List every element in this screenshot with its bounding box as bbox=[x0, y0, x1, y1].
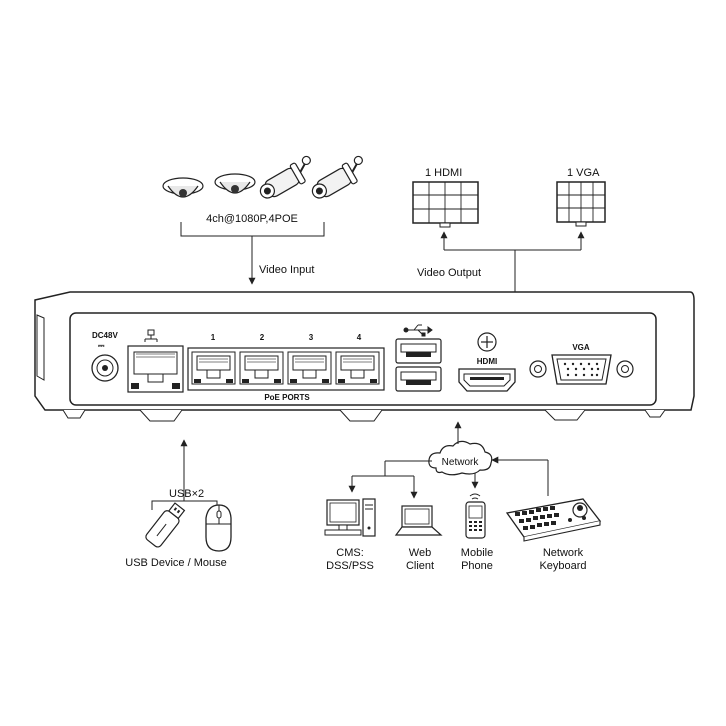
client-label: Keyboard bbox=[539, 560, 586, 572]
dome-camera-icon bbox=[214, 173, 256, 194]
hdmi-port[interactable] bbox=[458, 368, 516, 392]
dc-power-jack[interactable] bbox=[91, 354, 119, 382]
desktop-pc-icon bbox=[324, 498, 376, 537]
client-label: Client bbox=[406, 560, 434, 572]
client-label: Phone bbox=[461, 560, 493, 572]
ground-screw-icon bbox=[477, 332, 497, 352]
client-label: DSS/PSS bbox=[326, 560, 374, 572]
network-keyboard-icon bbox=[505, 498, 602, 542]
vga-output-label: 1 VGA bbox=[567, 167, 600, 179]
poe-port-number: 1 bbox=[211, 333, 216, 342]
hdmi-monitor-icon bbox=[412, 181, 479, 228]
poe-ports bbox=[187, 347, 385, 391]
client-label: Network bbox=[543, 547, 584, 559]
client-label: Web bbox=[409, 547, 431, 559]
vga-port-label: VGA bbox=[572, 343, 590, 352]
network-cloud-icon bbox=[428, 440, 493, 476]
svg-text:⎓: ⎓ bbox=[98, 341, 105, 350]
client-label: Mobile bbox=[461, 547, 493, 559]
network-cloud-label: Network bbox=[442, 457, 480, 468]
poe-port-number: 4 bbox=[357, 333, 362, 342]
network-connector bbox=[348, 421, 549, 499]
hdmi-port-label: HDMI bbox=[477, 357, 497, 366]
video-input-label: Video Input bbox=[259, 264, 314, 276]
poe-port-1[interactable] bbox=[191, 351, 236, 385]
usb-port-2[interactable] bbox=[395, 366, 442, 392]
video-input-connector bbox=[180, 222, 325, 285]
usb-port-1[interactable] bbox=[395, 338, 442, 364]
camera-group bbox=[162, 155, 363, 199]
dc-power-label: DC48V bbox=[92, 331, 118, 340]
poe-port-3[interactable] bbox=[287, 351, 332, 385]
nvr-rear-panel: DC48V ⎓ 1 2 3 4 bbox=[34, 291, 695, 422]
poe-port-4[interactable] bbox=[335, 351, 380, 385]
dc-polarity-icon: ⎓ bbox=[98, 341, 105, 350]
usb-device-label: USB Device / Mouse bbox=[125, 557, 226, 569]
video-output-label: Video Output bbox=[417, 267, 481, 279]
lan-port[interactable] bbox=[127, 345, 184, 393]
usb-count-label: USB×2 bbox=[169, 488, 204, 500]
bullet-camera-icon bbox=[259, 155, 311, 199]
usb-icon bbox=[403, 324, 433, 337]
hdmi-output-label: 1 HDMI bbox=[425, 167, 462, 179]
mouse-icon bbox=[205, 504, 232, 552]
laptop-icon bbox=[394, 505, 443, 536]
vga-monitor-icon bbox=[556, 181, 606, 227]
camera-spec-label: 4ch@1080P,4POE bbox=[206, 213, 298, 225]
bullet-camera-icon bbox=[311, 155, 363, 199]
video-output-connector bbox=[440, 231, 585, 292]
mobile-phone-icon bbox=[465, 493, 486, 539]
poe-port-number: 2 bbox=[260, 333, 265, 342]
poe-ports-label: PoE PORTS bbox=[264, 393, 310, 402]
network-icon bbox=[144, 329, 158, 342]
dome-camera-icon bbox=[162, 177, 204, 198]
client-label: CMS: bbox=[336, 547, 364, 559]
vga-port[interactable] bbox=[529, 354, 634, 385]
usb-stick-icon bbox=[145, 502, 186, 548]
poe-port-2[interactable] bbox=[239, 351, 284, 385]
poe-port-number: 3 bbox=[309, 333, 314, 342]
